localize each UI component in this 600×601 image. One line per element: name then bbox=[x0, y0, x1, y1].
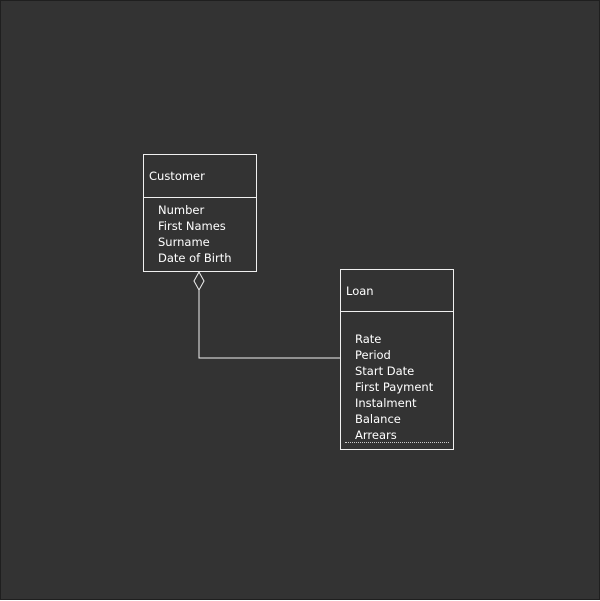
attribute-first-names: First Names bbox=[158, 219, 226, 233]
attribute-instalment: Instalment bbox=[355, 396, 417, 410]
class-customer-attributes: Number First Names Surname Date of Birth bbox=[144, 198, 256, 266]
attribute-number: Number bbox=[158, 203, 205, 217]
attribute-balance: Balance bbox=[355, 412, 401, 426]
connector-line bbox=[198, 290, 340, 359]
attribute-start-date: Start Date bbox=[355, 364, 415, 378]
attribute-date-of-birth: Date of Birth bbox=[158, 251, 232, 265]
class-customer-name: Customer bbox=[149, 169, 205, 183]
attribute-first-payment: First Payment bbox=[355, 380, 434, 394]
class-loan-name: Loan bbox=[346, 283, 374, 298]
aggregation-diamond-icon bbox=[193, 270, 205, 292]
class-loan-header: Loan bbox=[341, 270, 453, 312]
class-loan[interactable]: Loan Rate Period Start Date First Paymen… bbox=[340, 269, 454, 450]
attribute-rate: Rate bbox=[355, 332, 382, 346]
class-loan-attributes: Rate Period Start Date First Payment Ins… bbox=[341, 312, 453, 443]
class-customer[interactable]: Customer Number First Names Surname Date… bbox=[143, 154, 257, 272]
attribute-period: Period bbox=[355, 348, 391, 362]
attribute-separator bbox=[345, 442, 449, 443]
class-customer-header: Customer bbox=[144, 155, 256, 198]
attribute-arrears: Arrears bbox=[355, 428, 397, 442]
attribute-surname: Surname bbox=[158, 235, 210, 249]
